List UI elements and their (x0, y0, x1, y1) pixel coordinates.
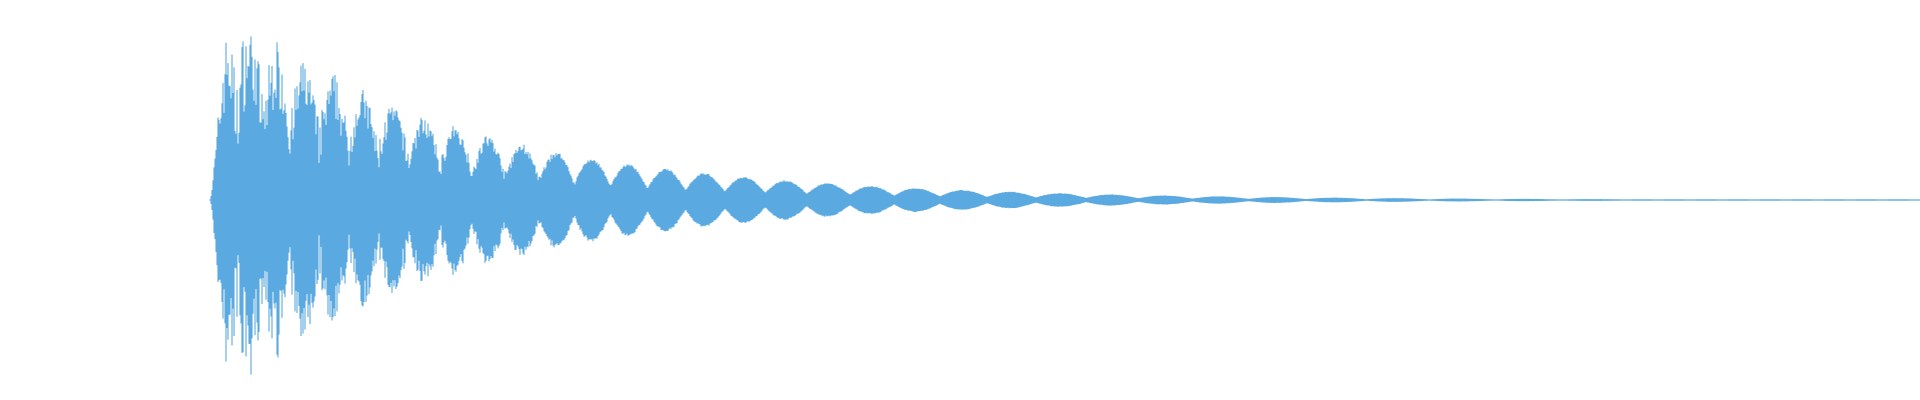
waveform-shape (209, 36, 1920, 375)
waveform-trace (209, 36, 1920, 375)
